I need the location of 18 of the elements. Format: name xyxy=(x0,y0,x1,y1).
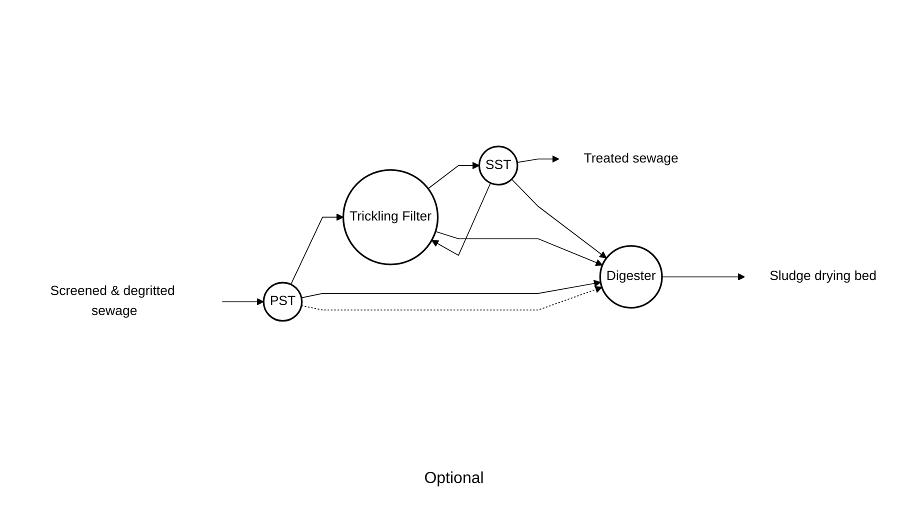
node-text: Sludge drying bed xyxy=(770,269,876,284)
node-circle: SST xyxy=(478,145,518,186)
arrow xyxy=(662,272,746,280)
note-text: Optional xyxy=(424,470,484,487)
arrow xyxy=(290,213,344,284)
node-text: Screened & degritted sewage xyxy=(50,284,175,318)
arrow xyxy=(428,162,480,189)
arrow xyxy=(435,230,603,266)
node-circle: PST xyxy=(262,281,303,322)
arrow xyxy=(301,286,602,310)
arrow xyxy=(431,182,491,256)
node-circle: Digester xyxy=(599,244,663,308)
arrow xyxy=(511,178,607,258)
arrow xyxy=(516,155,560,163)
arrow xyxy=(222,298,264,306)
node-text: Treated sewage xyxy=(584,151,678,166)
arrow xyxy=(301,280,601,298)
node-circle: Trickling Filter xyxy=(342,168,439,265)
